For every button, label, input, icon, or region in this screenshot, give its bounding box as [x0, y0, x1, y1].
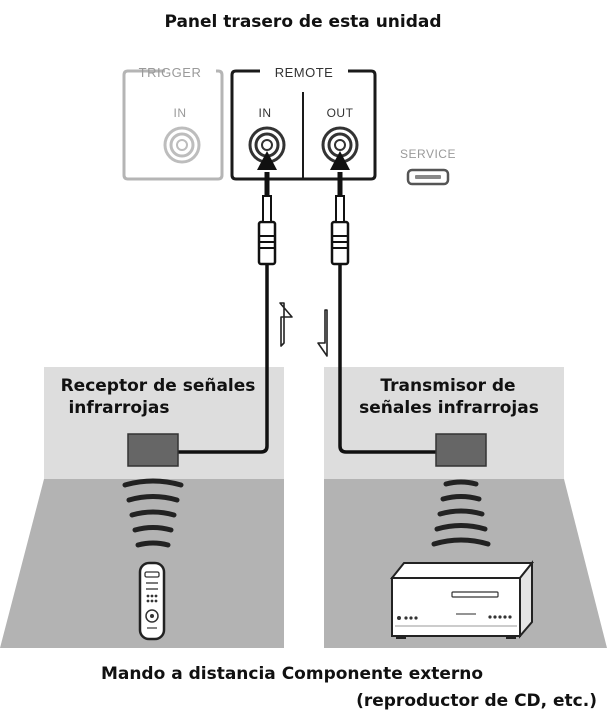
transmitter-label-line2: señales infrarrojas	[359, 398, 539, 418]
receiver-ir-waves-icon	[122, 478, 184, 548]
bottom-caption-line2: (reproductor de CD, etc.)	[356, 691, 597, 711]
signal-down-arrow-icon	[317, 309, 328, 357]
diagram-title: Panel trasero de esta unidad	[164, 12, 441, 32]
remote-control-icon	[138, 561, 166, 641]
receiver-floor	[0, 479, 284, 648]
cd-player-icon	[389, 560, 535, 639]
remote-label: REMOTE	[275, 65, 334, 80]
remote-in-label: IN	[259, 106, 272, 120]
service-port-icon	[406, 168, 450, 186]
receiver-label-line2: infrarrojas	[68, 398, 169, 418]
transmitter-ir-waves-icon	[431, 479, 491, 547]
trigger-in-jack	[163, 126, 201, 164]
trigger-frame	[122, 69, 224, 181]
service-label: SERVICE	[400, 147, 456, 161]
in-cable	[178, 151, 277, 454]
remote-out-label: OUT	[327, 106, 354, 120]
ir-receiver-device	[127, 433, 179, 467]
receiver-label-line1: Receptor de señales	[61, 376, 256, 396]
bottom-caption-line1: Mando a distancia Componente externo	[101, 664, 483, 684]
ir-transmitter-device	[435, 433, 487, 467]
signal-up-arrow-icon	[279, 302, 293, 347]
trigger-in-label: IN	[174, 106, 187, 120]
transmitter-label-line1: Transmisor de	[380, 376, 515, 396]
rear-panel: TRIGGER IN REMOTE IN OUT SERVICE	[122, 65, 456, 186]
trigger-label: TRIGGER	[139, 65, 202, 80]
out-cable	[330, 151, 436, 454]
